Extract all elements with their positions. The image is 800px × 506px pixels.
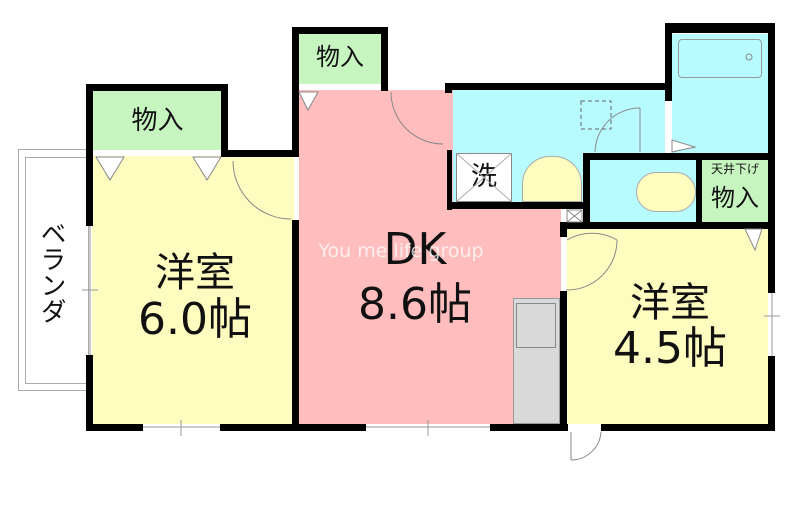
wall [86,355,93,430]
storage-right-label: 物入 [711,184,759,212]
western-room-1-size: 6.0帖 [138,294,252,345]
dk-size: 8.6帖 [358,279,472,330]
bathroom [672,34,768,154]
wall [292,220,299,430]
wall [221,150,299,157]
wall [601,424,775,431]
balcony-inner-outline [25,157,89,384]
bathtub [678,39,762,78]
kitchen-sink [516,303,556,348]
wall [768,356,775,430]
wall [445,83,452,93]
dk-label: DK [383,224,447,275]
storage-right-sublabel: 天井下げ [710,162,759,176]
balcony-outline [18,149,92,391]
kitchen-counter [513,298,560,424]
western-room-1 [92,156,294,424]
storage-left [93,90,222,150]
wall [86,84,93,226]
wall [86,424,143,431]
balcony-label: ベランダ [36,220,66,324]
wall [560,291,567,430]
wall [583,153,775,160]
wall [583,153,590,228]
washbasin [522,156,582,202]
wall [490,424,568,431]
wall [292,27,388,34]
wall [220,424,366,431]
western-room-2-label: 洋室 [630,280,710,326]
toilet [636,172,696,212]
wall [447,202,584,209]
wall [221,84,228,156]
western-room-2-size: 4.5帖 [613,323,727,374]
watermark: You me life group [318,240,484,262]
wall [665,23,672,101]
storage-left-label: 物入 [131,106,184,136]
wall [561,222,775,229]
wall [696,153,702,228]
western-room-2 [567,229,768,424]
storage-top-label: 物入 [316,43,364,71]
wall [560,222,567,237]
storage-top [299,34,381,84]
wall [447,150,452,210]
western-room-1-label: 洋室 [155,250,235,296]
wall [86,84,228,91]
wall [445,83,672,90]
wall [381,27,388,91]
storage-right [702,160,768,222]
wall [665,23,775,33]
wall [292,27,299,157]
